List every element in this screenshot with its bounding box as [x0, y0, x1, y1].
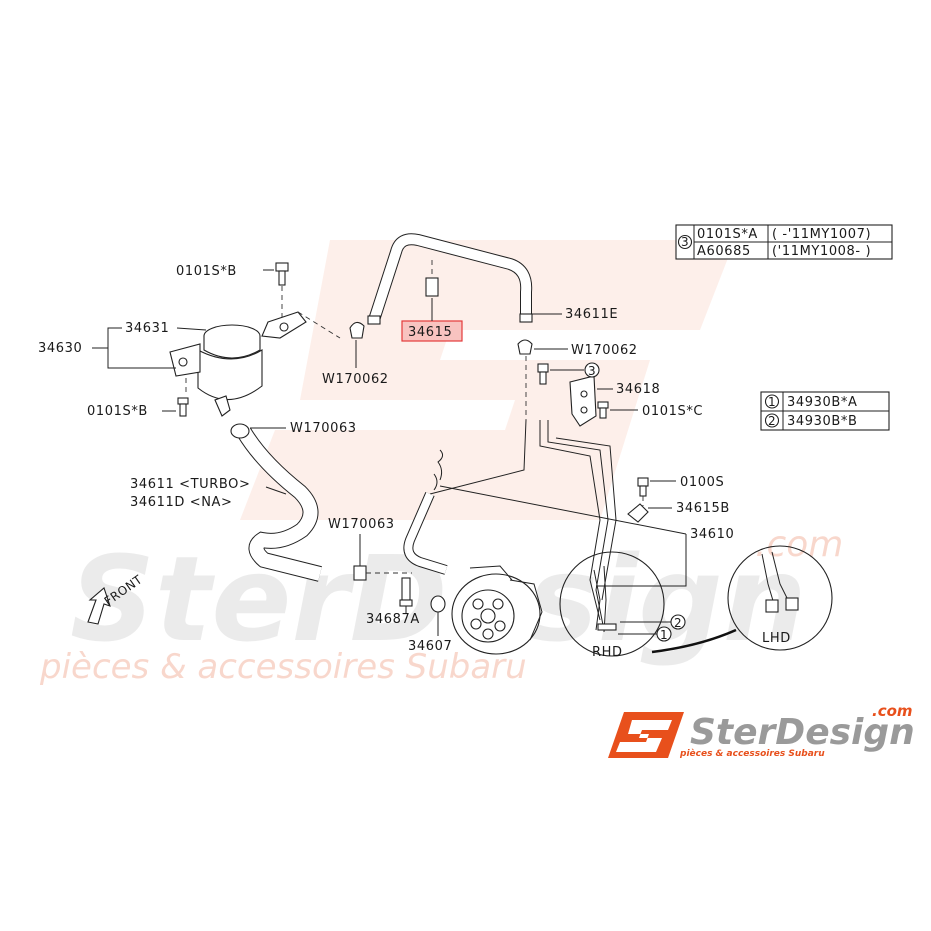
callout-1-icon	[764, 394, 780, 409]
label-rhd: RHD	[592, 645, 623, 660]
callout-2: 2	[674, 616, 682, 630]
label-W170062-left: W170062	[322, 372, 389, 387]
hose-clamp-icon	[353, 565, 367, 581]
logo-name: SterDesign	[690, 712, 915, 753]
bolt-icon	[275, 262, 289, 286]
callout-3: 3	[588, 364, 596, 378]
callout-1: 1	[660, 628, 668, 642]
bolt-icon	[597, 401, 609, 419]
label-W170063-top: W170063	[290, 421, 357, 436]
label-0100S: 0100S	[680, 475, 724, 490]
label-0101S-B-bottom: 0101S*B	[87, 404, 148, 419]
bolt-icon	[537, 363, 549, 385]
bolt-icon	[177, 397, 189, 417]
logo-tagline: pièces & accessoires Subaru	[679, 748, 825, 759]
watermark-domain: .com	[755, 524, 843, 565]
hose-clamp-icon	[517, 339, 533, 355]
callout-2-icon	[764, 413, 780, 428]
hose-clamp-icon	[349, 321, 365, 339]
label-34631: 34631	[125, 321, 169, 336]
suction-hose-34611	[237, 427, 322, 582]
legend-3-row1-part: 0101S*A	[697, 227, 758, 242]
label-lhd: LHD	[762, 631, 791, 646]
legend-3-row2-part: A60685	[697, 244, 751, 259]
lhd-detail: LHD	[727, 545, 833, 651]
legend-2-num: 2	[768, 414, 776, 428]
legend-3-num: 3	[681, 235, 689, 249]
label-W170063-bottom: W170063	[328, 517, 395, 532]
legend-12: 1 2 34930B*A 34930B*B	[760, 391, 890, 431]
label-34610: 34610	[690, 527, 734, 542]
label-34611D-na: 34611D <NA>	[130, 495, 233, 510]
logo-domain: .com	[872, 702, 913, 720]
legend-3: 3 0101S*A ( -'11MY1007) A60685 ('11MY100…	[675, 224, 893, 260]
reservoir-tank	[169, 262, 307, 417]
bracket-34618	[569, 375, 597, 427]
legend-2-part: 34930B*B	[787, 414, 858, 429]
label-34615B: 34615B	[676, 501, 730, 516]
watermark-s-logo	[240, 240, 735, 520]
o-ring-icon	[430, 595, 446, 613]
legend-1-part: 34930B*A	[787, 395, 857, 410]
hose-clamp-icon	[230, 423, 250, 439]
label-34611-turbo: 34611 <TURBO>	[130, 477, 250, 492]
legend-1-num: 1	[768, 395, 776, 409]
label-W170062-right: W170062	[571, 343, 638, 358]
power-steering-pump	[451, 565, 543, 655]
label-34630: 34630	[38, 341, 82, 356]
legend-3-row1-range: ( -'11MY1007)	[772, 227, 871, 242]
label-0101S-C: 0101S*C	[642, 404, 703, 419]
sterdesign-logo: SterDesign .com pièces & accessoires Sub…	[608, 702, 915, 759]
label-34618: 34618	[616, 382, 660, 397]
clip-34615-icon	[425, 260, 439, 297]
bolt-icon	[399, 577, 413, 607]
pressure-pipes	[403, 419, 617, 631]
callout-3-icon	[677, 234, 693, 250]
watermark: SterDesign .com pièces & accessoires Sub…	[39, 240, 843, 687]
label-0101S-B-top: 0101S*B	[176, 264, 237, 279]
return-hose-34611E	[367, 233, 533, 325]
label-34611E: 34611E	[565, 307, 618, 322]
bolt-icon	[637, 477, 649, 497]
label-34687A: 34687A	[366, 612, 420, 627]
rhd-detail: 2 1 RHD	[559, 551, 686, 660]
label-34607: 34607	[408, 639, 452, 654]
clip-34615B-icon	[627, 503, 649, 523]
legend-3-row2-range: ('11MY1008- )	[772, 244, 871, 259]
watermark-tagline: pièces & accessoires Subaru	[39, 647, 527, 687]
label-34615: 34615	[408, 325, 452, 340]
callout-3-marker	[584, 362, 600, 378]
